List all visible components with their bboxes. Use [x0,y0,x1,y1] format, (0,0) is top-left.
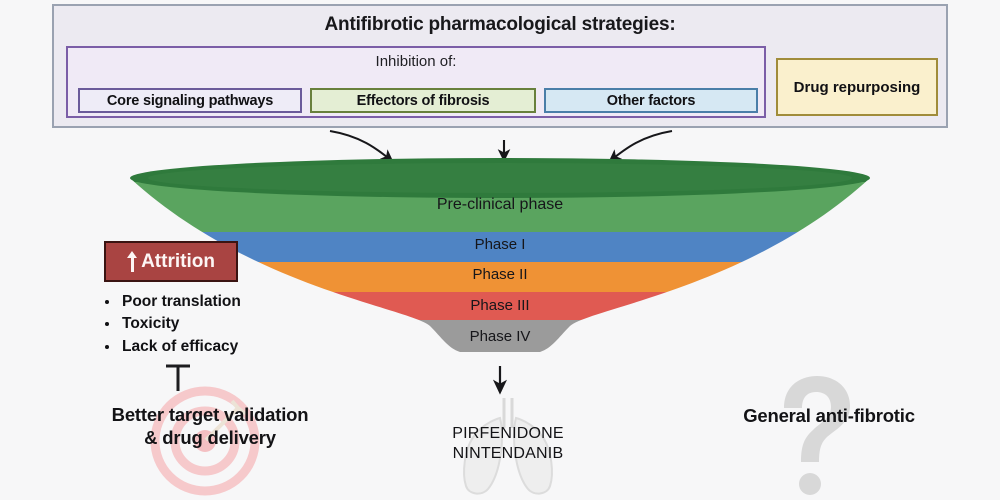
strategies-panel: Antifibrotic pharmacological strategies:… [52,4,948,128]
question-mark-icon [784,376,850,495]
attrition-badge: Attrition [104,241,238,282]
outcome-right-line1: General anti-fibrotic [743,405,915,426]
chip-drug-repurposing[interactable]: Drug repurposing [776,58,938,116]
outcome-left-line1: Better target validation [111,404,309,425]
inhibition-tee-icon [166,364,190,391]
outcome-center-text: PIRFENIDONE NINTENDANIB [408,424,608,463]
funnel-output-arrow-icon [492,366,508,395]
up-arrow-icon [127,250,138,273]
list-item: Toxicity [120,313,241,335]
outcome-right-text: General anti-fibrotic [664,405,994,428]
inhibition-group-label: Inhibition of: [375,53,457,70]
chip-core-signaling-pathways[interactable]: Core signaling pathways [78,88,302,113]
clinical-development-funnel: Pre-clinical phase Phase I Phase II Phas… [130,158,870,363]
funnel-band-phase-4 [130,320,870,352]
chip-other-factors[interactable]: Other factors [544,88,758,113]
outcome-center-line2: NINTENDANIB [452,444,564,462]
funnel-rim-inner [148,163,852,193]
outcome-left-line2: & drug delivery [144,426,276,448]
outcome-right: General anti-fibrotic [664,405,994,428]
inhibition-group: Inhibition of: Core signaling pathways E… [66,46,766,118]
header-to-funnel-arrows [329,129,673,163]
funnel-band-phase-1 [130,232,870,262]
funnel-shape [130,158,870,352]
arrow-curved-down-right-icon [329,129,394,163]
outcome-center-line1: PIRFENIDONE [452,425,564,442]
chip-effectors-of-fibrosis[interactable]: Effectors of fibrosis [310,88,536,113]
attrition-reason-list: Poor translation Toxicity Lack of effica… [98,291,241,358]
list-item: Poor translation [120,291,241,313]
outcome-left-text: Better target validation & drug delivery [40,404,380,449]
outcome-left: Better target validation & drug delivery [40,404,380,449]
arrow-curved-down-left-icon [608,129,673,163]
attrition-badge-label: Attrition [141,250,215,272]
outcome-center: PIRFENIDONE NINTENDANIB [408,424,608,463]
list-item: Lack of efficacy [120,336,241,358]
page-title: Antifibrotic pharmacological strategies: [324,14,676,35]
